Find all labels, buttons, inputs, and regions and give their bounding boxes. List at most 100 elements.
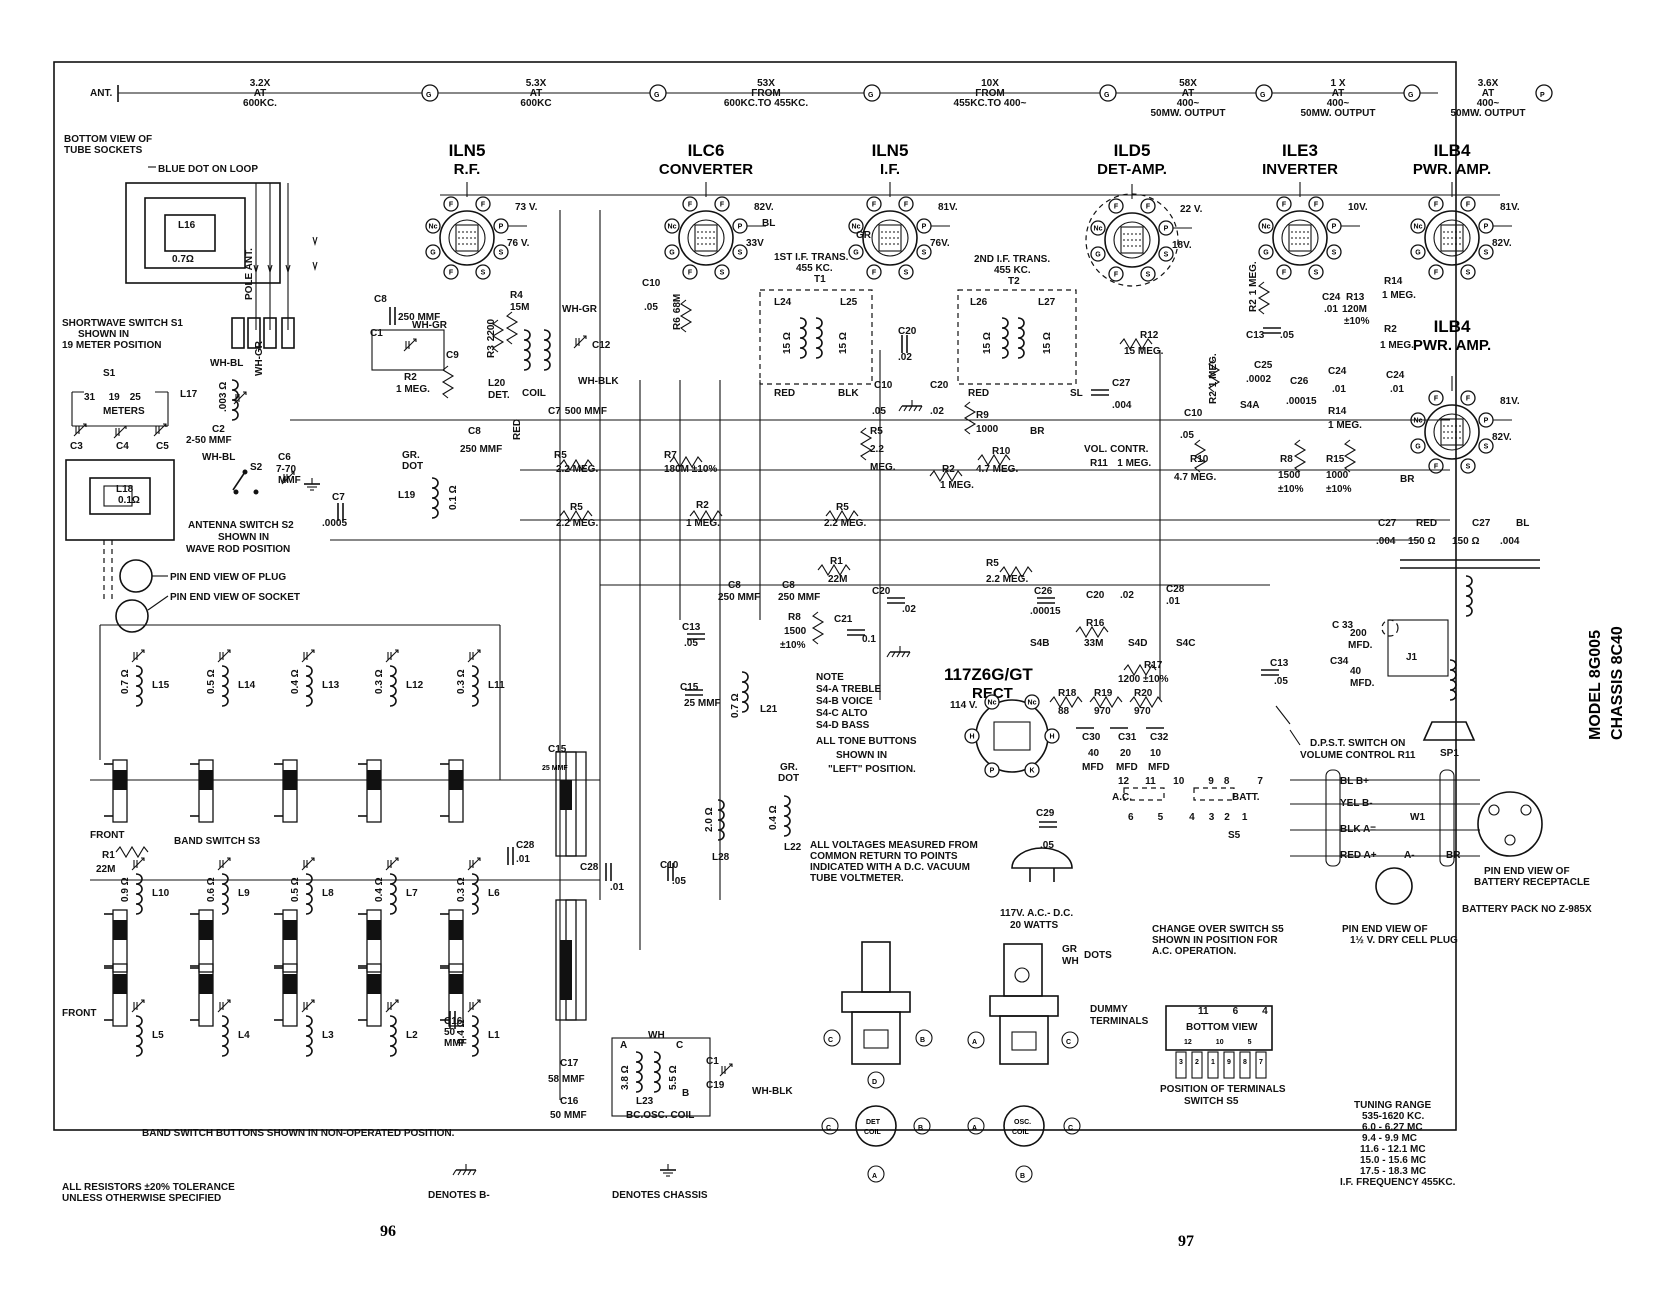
- r1-value: 22M: [828, 574, 847, 585]
- wave-rod-box: [65, 459, 175, 541]
- if2-label: 2ND I.F. TRANS.455 KC.T2: [974, 254, 1050, 287]
- tube-4-pin-1: F: [1114, 204, 1119, 211]
- cable-bl: BL B+: [1340, 776, 1369, 787]
- c33-unit: MFD.: [1348, 640, 1373, 651]
- bl-label: BL: [762, 218, 775, 229]
- c34-value: 40: [1350, 666, 1362, 677]
- c10d-label: C10: [660, 860, 679, 871]
- l22-value: 0.4 Ω: [768, 805, 779, 830]
- coils_bottom-coil-2-label: L4: [238, 1030, 250, 1041]
- tube-5-pin-5: G: [1263, 250, 1269, 257]
- tube-1-pin-1: F: [449, 202, 454, 209]
- br-label-2: BR: [1400, 474, 1415, 485]
- red-output: RED: [1416, 518, 1437, 529]
- c20b-value: .02: [930, 406, 944, 417]
- coils_bottom-coil-4-label: L2: [406, 1030, 418, 1041]
- s5-slot-label-5: 8: [1243, 1059, 1247, 1066]
- tube-1-voltage-2: 76 V.: [507, 238, 530, 249]
- c28c-value: .01: [610, 882, 624, 893]
- band-section-labels: FRONT BAND SWITCH S3 R1 22M FRONT C28 .0…: [62, 830, 793, 1139]
- tube-6-pin-5: G: [1415, 250, 1421, 257]
- tube-7-pin-1: F: [1434, 396, 1439, 403]
- chain-node-1: [421, 84, 439, 102]
- l26-ohm: 15 Ω: [982, 332, 993, 354]
- coils_top-coil-2-value: 0.5 Ω: [206, 669, 217, 694]
- c28-label: C28: [1166, 584, 1185, 595]
- plug-pin-end: [119, 559, 153, 593]
- tube-6-pin-8: S: [1466, 270, 1471, 277]
- tube-4-pin-7: F: [1114, 272, 1119, 279]
- tube-5-pin-6: S: [1332, 250, 1337, 257]
- wh-gr-label-2: WH-GR: [412, 320, 448, 331]
- coils_top-coil-2-label: L14: [238, 680, 256, 691]
- c24-label: C24: [1322, 292, 1341, 303]
- r10-label: R10: [992, 446, 1011, 457]
- coils_mid-coil-5-value: 0.3 Ω: [456, 877, 467, 902]
- c13c-value: .05: [1274, 676, 1288, 687]
- rect-pin-1: H: [969, 734, 974, 741]
- c20-label: C20.02: [898, 326, 917, 363]
- r5e-label: R5: [986, 558, 999, 569]
- c30-value: 40: [1088, 748, 1100, 759]
- r16-value: 33M: [1084, 638, 1103, 649]
- c24b-label: C24: [1386, 370, 1405, 381]
- tube-6-voltage-1: 81V.: [1500, 202, 1520, 213]
- l19-value: 0.1 Ω: [448, 485, 459, 510]
- c13c-label: C13: [1270, 658, 1289, 669]
- rect-pin-3: Nc: [988, 700, 997, 707]
- r12-label: R12: [1140, 330, 1159, 341]
- stage-3-line-3: 600KC.TO 455KC.: [724, 98, 809, 109]
- c33-value: 200: [1350, 628, 1367, 639]
- tube-6-pin-1: F: [1434, 202, 1439, 209]
- r9-value: 1000: [976, 424, 999, 435]
- tube-2-pin-3: Nc: [668, 224, 677, 231]
- det-coil-1: DET: [866, 1119, 881, 1126]
- denotes-b-label: DENOTES B-: [428, 1190, 490, 1201]
- s5-slot-2: [1191, 1051, 1203, 1079]
- page-number-left: 96: [380, 1223, 396, 1240]
- dummy-left-d: D: [872, 1079, 877, 1086]
- tube-1-role: R.F.: [454, 161, 481, 178]
- c24-value: .01: [1324, 304, 1338, 315]
- bl-out-label: BL: [1516, 518, 1529, 529]
- c4-label: C4: [116, 441, 129, 452]
- tube-4-pin-2: F: [1146, 204, 1151, 211]
- front-label-2: FRONT: [62, 1008, 96, 1019]
- tube-1-pin-8: S: [481, 270, 486, 277]
- c10c-label: C10: [1184, 408, 1203, 419]
- c17-value: 58 MMF: [548, 1074, 585, 1085]
- l24-label: L24: [774, 297, 792, 308]
- tube-3-role: I.F.: [880, 161, 900, 178]
- c31-label: C31: [1118, 732, 1137, 743]
- c29-label: C29: [1036, 808, 1055, 819]
- coils_bottom-coil-5-label: L1: [488, 1030, 500, 1041]
- r17-value: 1200 ±10%: [1118, 674, 1169, 685]
- tube-4-voltage-1: 22 V.: [1180, 204, 1203, 215]
- tube-7-pin-2: F: [1466, 396, 1471, 403]
- r5e-value: 2.2 MEG.: [986, 574, 1028, 585]
- blue-dot-label: BLUE DOT ON LOOP: [158, 164, 258, 175]
- blk-if1: BLK: [838, 388, 859, 399]
- s2-label: S2: [250, 462, 263, 473]
- stage-1-line-2: AT: [254, 88, 267, 99]
- c27b-value: .004: [1376, 536, 1396, 547]
- l19-label: L19: [398, 490, 416, 501]
- c26-value: .00015: [1286, 396, 1317, 407]
- tube-2-pin-6: S: [738, 250, 743, 257]
- stage-6-line-4: 50MW. OUTPUT: [1300, 108, 1375, 119]
- r14b-value: 1 MEG.: [1328, 420, 1362, 431]
- gr-dot-label: GR.DOT: [402, 450, 423, 472]
- r18-value: 88: [1058, 706, 1070, 717]
- r15-label: R15: [1326, 454, 1345, 465]
- if1-label: 1ST I.F. TRANS.455 KC.T1: [774, 252, 849, 285]
- r1b-label: R1: [102, 850, 115, 861]
- r2c-label: R2: [942, 464, 955, 475]
